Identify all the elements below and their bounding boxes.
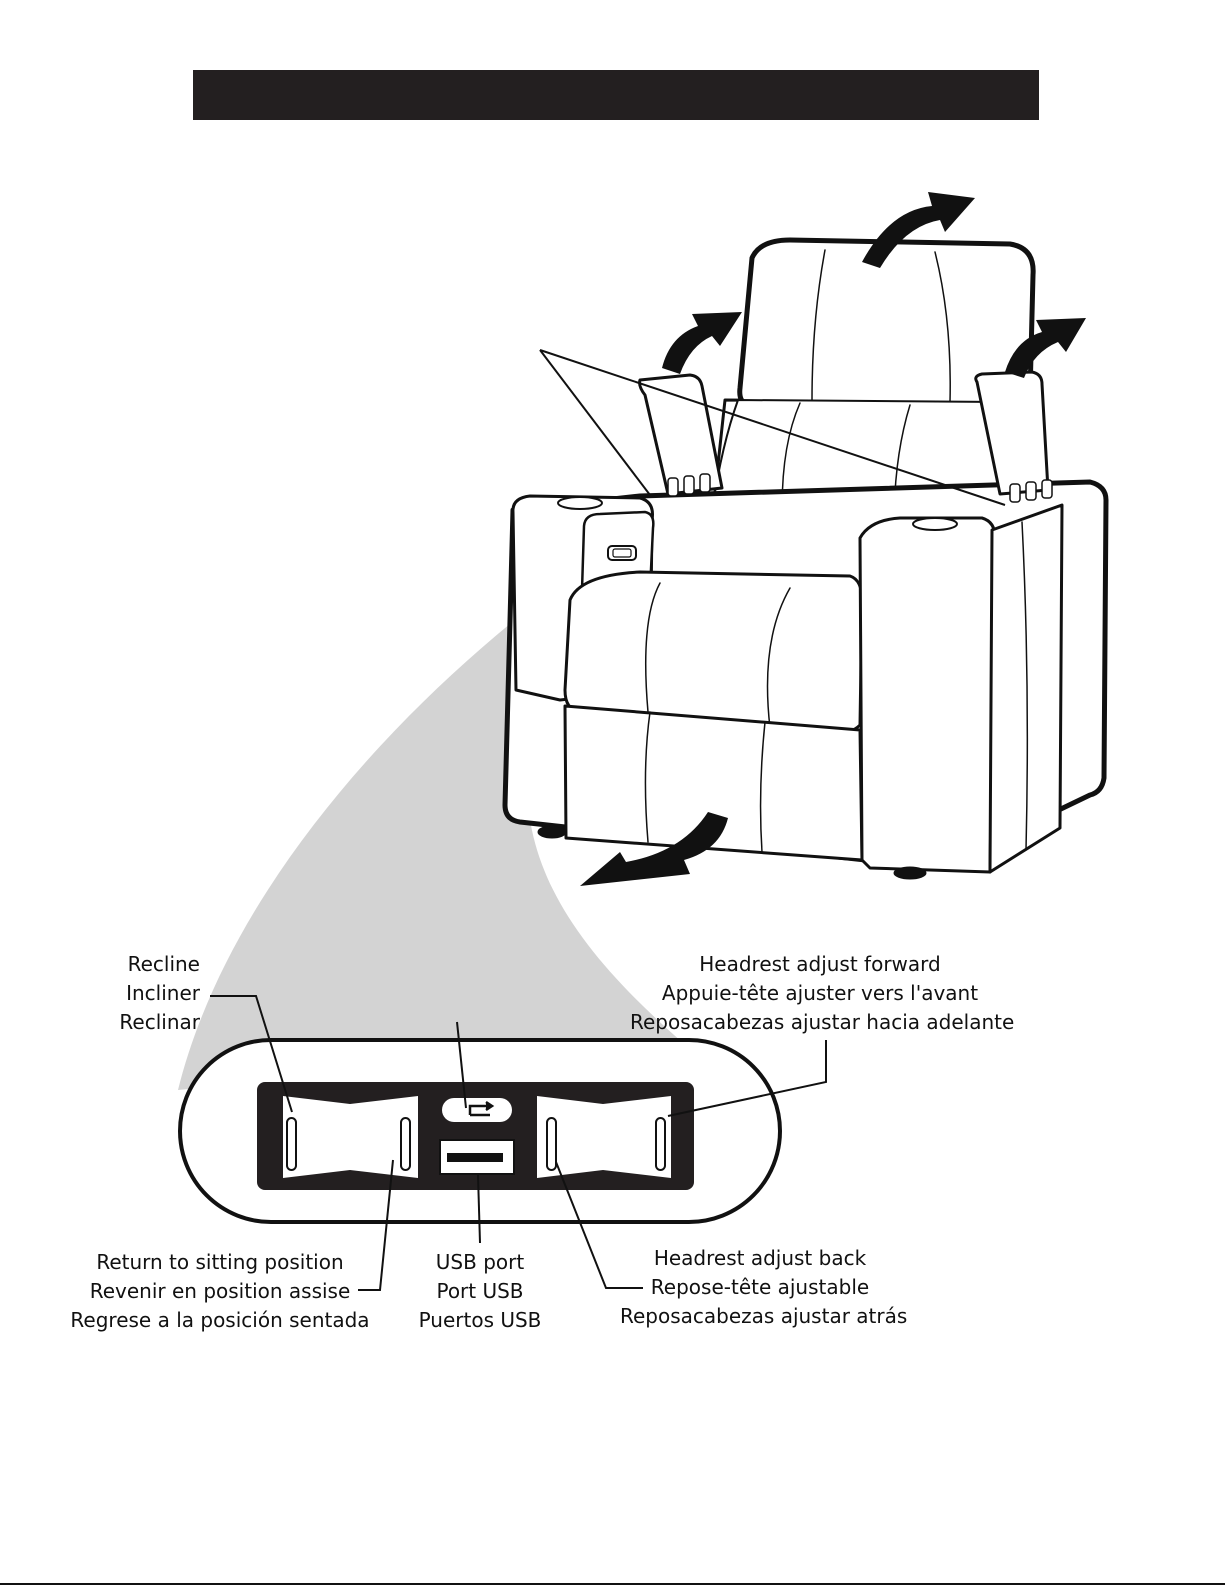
headrest-button[interactable] <box>537 1096 671 1178</box>
headrest-forward-en: Headrest adjust forward <box>699 952 941 976</box>
left-lid-arrow-icon <box>662 312 742 374</box>
return-arrow-icon <box>468 1100 495 1117</box>
legrest-arrow-icon <box>580 812 728 886</box>
header-bar <box>193 70 1039 120</box>
seat-seam <box>645 582 661 713</box>
usb-port-fr: Port USB <box>436 1279 524 1303</box>
headrest-back-fr: Repose-tête ajustable <box>650 1275 870 1299</box>
return-sitting-label: Return to sitting position Revenir en po… <box>70 1248 370 1335</box>
headrest-back-en: Headrest adjust back <box>653 1246 867 1270</box>
right-arm-side <box>988 503 1064 874</box>
legrest-seam <box>644 711 651 843</box>
motion-arrows <box>580 192 1086 886</box>
recliner-chair <box>502 237 1109 880</box>
leader-lines <box>210 995 827 1291</box>
recline-label: Recline Incliner Reclinar <box>108 950 200 1037</box>
headrest-seam <box>934 251 951 403</box>
recline-label-fr: Incliner <box>126 981 200 1005</box>
recline-label-en: Recline <box>127 952 200 976</box>
bottom-rule <box>0 1583 1225 1585</box>
headrest-back-es: Reposacabezas ajustar atrás <box>620 1304 908 1328</box>
leader-headrest-back <box>555 1161 643 1289</box>
seat-seam <box>766 587 791 729</box>
usb-port-label: USB port Port USB Puertos USB <box>410 1248 550 1335</box>
recline-button[interactable] <box>283 1096 418 1178</box>
leader-return-icon <box>456 1021 467 1109</box>
left-cupholder <box>557 496 603 510</box>
return-button[interactable] <box>442 1098 512 1122</box>
headrest-seam <box>811 249 826 401</box>
usb-port-es: Puertos USB <box>418 1308 542 1332</box>
right-armrest <box>858 516 997 874</box>
return-sitting-en: Return to sitting position <box>96 1250 344 1274</box>
right-arm-seam <box>1021 521 1029 851</box>
right-storage-lid <box>974 370 1050 496</box>
legrest-seam <box>759 721 766 853</box>
headrest-forward-fr: Appuie-tête ajuster vers l'avant <box>661 981 979 1005</box>
right-lid-arrow-icon <box>1005 318 1086 378</box>
hinge <box>667 473 1053 503</box>
chair-foot <box>537 825 567 839</box>
leader-usb <box>477 1174 481 1244</box>
headrest-arrow-icon <box>862 192 975 268</box>
return-sitting-fr: Revenir en position assise <box>89 1279 351 1303</box>
headrest-back-label: Headrest adjust back Repose-tête ajustab… <box>620 1244 908 1331</box>
chair-foot <box>893 866 927 880</box>
leader-return-sitting <box>358 1159 394 1291</box>
storage-pointer-lines <box>539 349 1006 506</box>
recline-label-es: Reclinar <box>119 1010 200 1034</box>
usb-port[interactable] <box>439 1139 515 1175</box>
callout-wedge <box>178 556 682 1090</box>
side-control-inner <box>612 548 632 558</box>
right-cupholder <box>912 517 958 531</box>
leader-headrest-forward <box>667 1040 827 1117</box>
return-sitting-es: Regrese a la posición sentada <box>70 1308 370 1332</box>
usb-port-icon <box>447 1153 503 1162</box>
usb-port-en: USB port <box>435 1250 525 1274</box>
leader-recline <box>210 995 293 1113</box>
headrest-forward-es: Reposacabezas ajustar hacia adelante <box>630 1010 1015 1034</box>
headrest-forward-label: Headrest adjust forward Appuie-tête ajus… <box>630 950 1015 1037</box>
